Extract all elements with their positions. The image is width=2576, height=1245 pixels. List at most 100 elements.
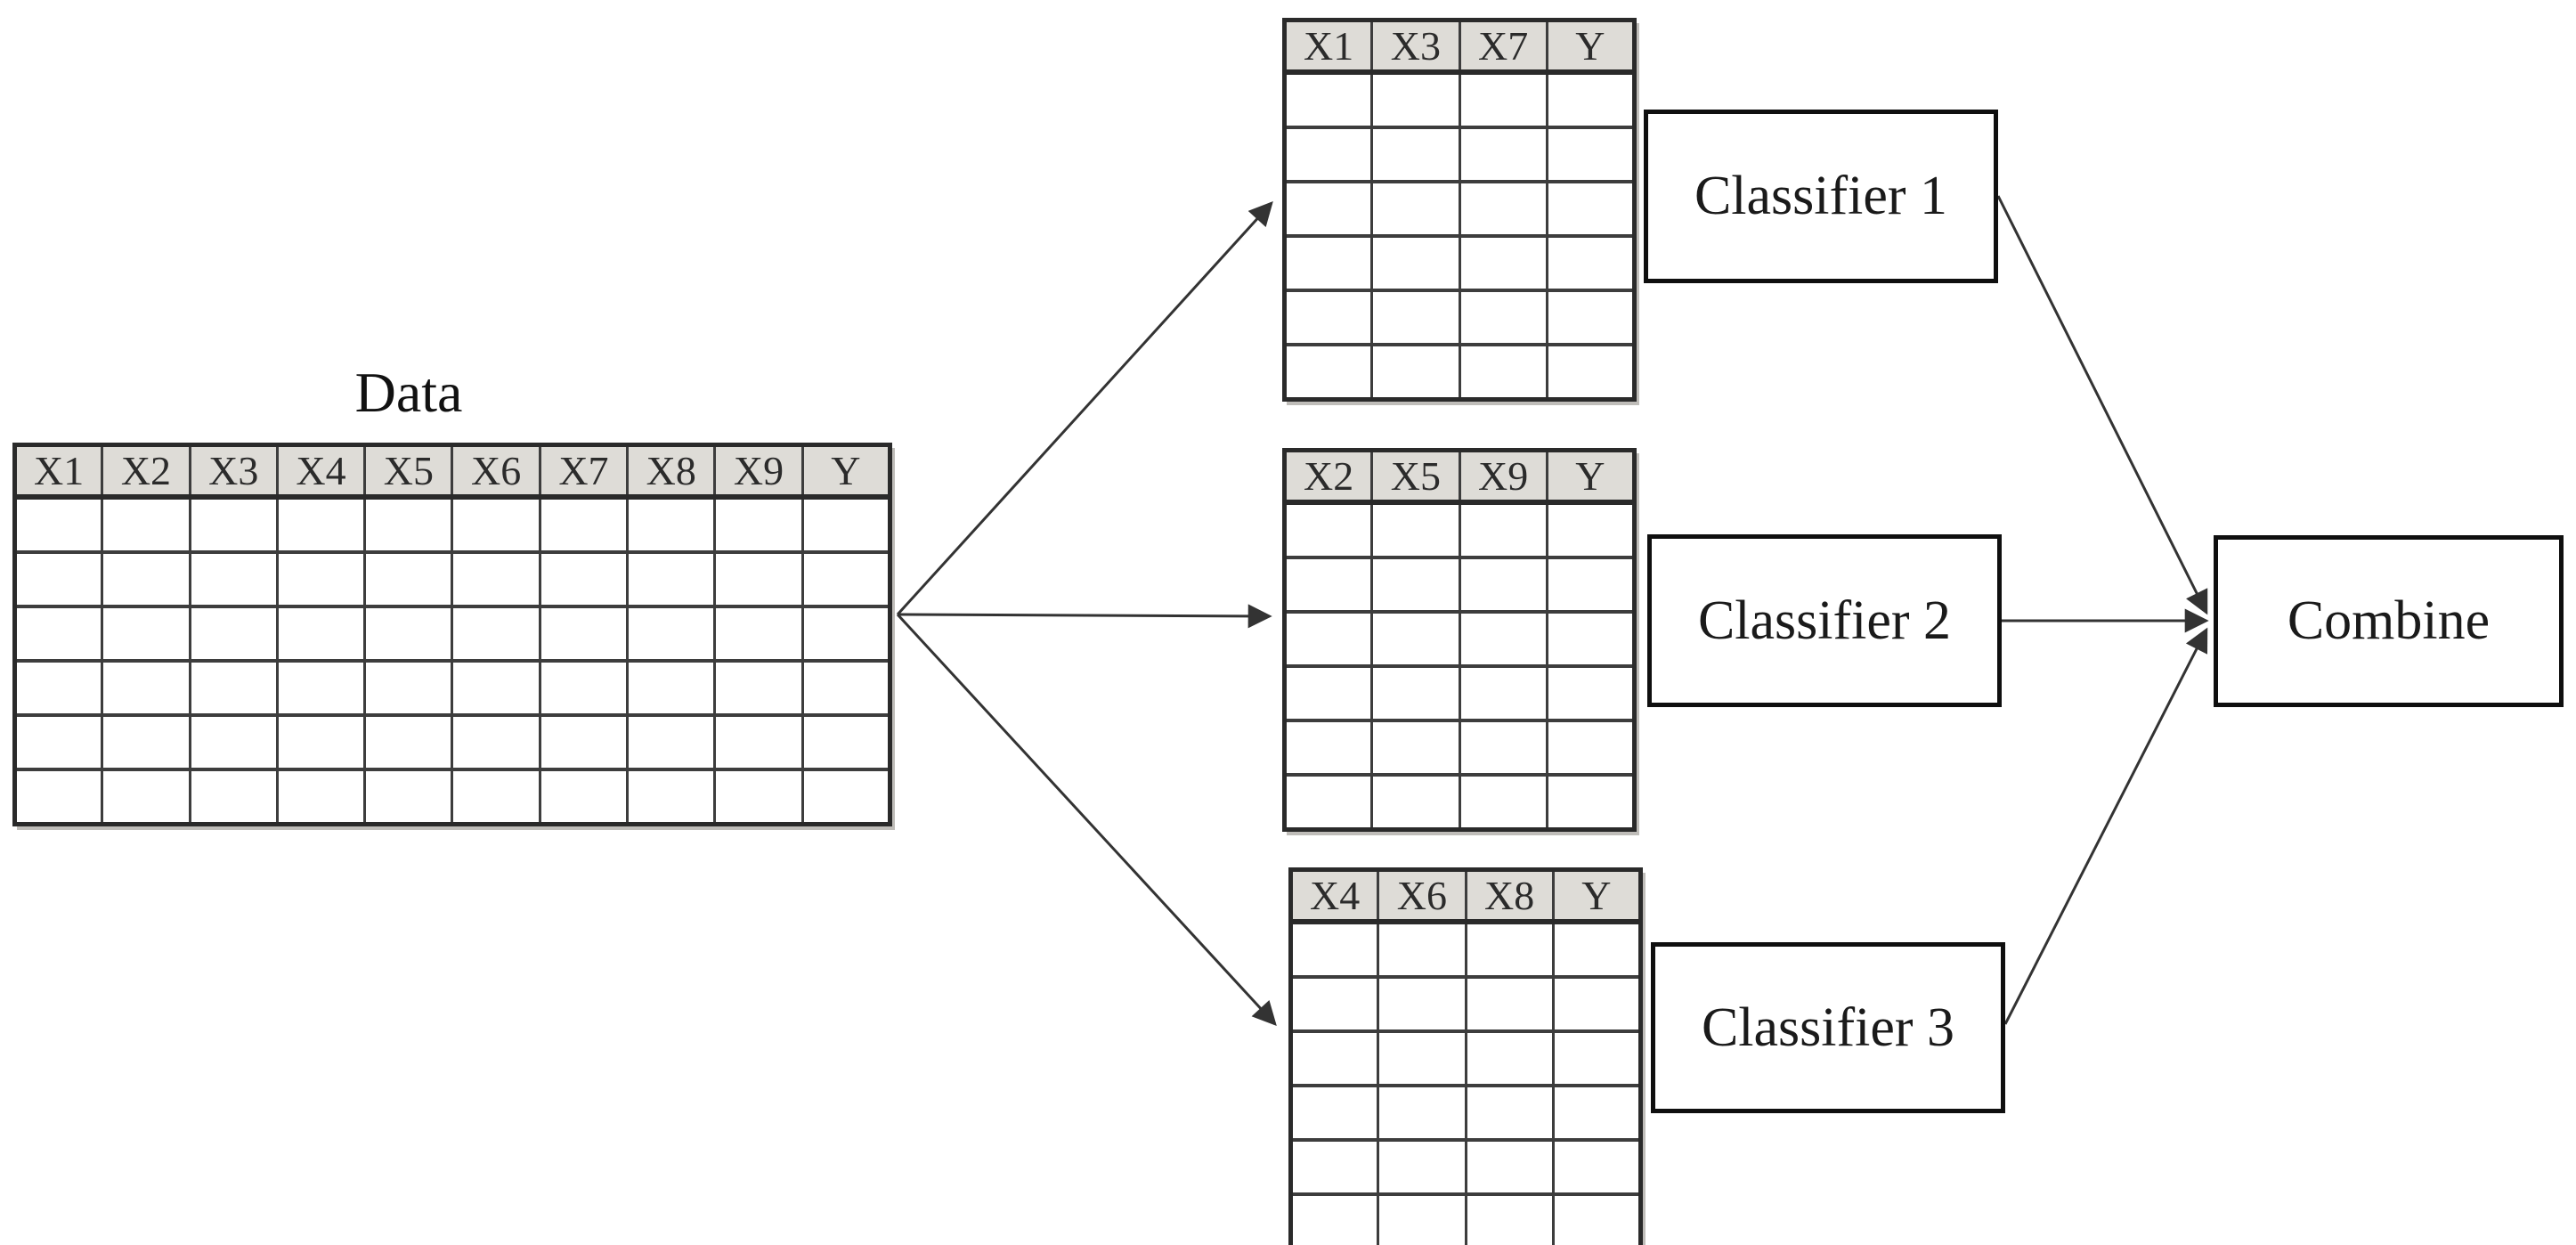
table-row	[1282, 234, 1637, 292]
classifier-3-label: Classifier 3	[1701, 997, 1955, 1058]
empty-cell	[1282, 234, 1374, 292]
empty-cell	[1545, 70, 1637, 129]
classifier-2-box: Classifier 2	[1647, 534, 2002, 707]
arrow-classifier-3-to-combine	[2003, 627, 2208, 1025]
empty-cell	[451, 495, 541, 554]
column-header: X6	[1377, 868, 1467, 924]
empty-cell	[1370, 773, 1461, 831]
empty-cell	[1370, 500, 1461, 559]
empty-cell	[626, 550, 717, 608]
empty-cell	[800, 768, 892, 826]
empty-cell	[800, 713, 892, 771]
empty-cell	[1370, 126, 1461, 183]
empty-cell	[1282, 180, 1374, 238]
empty-cell	[1545, 343, 1637, 401]
table-row	[12, 768, 892, 826]
empty-cell	[713, 768, 804, 826]
empty-cell	[12, 659, 104, 717]
empty-cell	[1458, 664, 1548, 722]
column-header: X4	[275, 443, 367, 500]
empty-cell	[1464, 1029, 1555, 1087]
table-row	[1282, 556, 1637, 614]
empty-cell	[101, 605, 191, 663]
empty-cell	[1377, 1192, 1467, 1245]
empty-cell	[713, 550, 804, 608]
empty-cell	[12, 550, 104, 608]
empty-cell	[12, 768, 104, 826]
empty-cell	[1370, 180, 1461, 238]
empty-cell	[1370, 610, 1461, 668]
table-row	[1282, 289, 1637, 346]
table-row	[1282, 500, 1637, 559]
empty-cell	[1545, 664, 1637, 722]
table-row	[1288, 920, 1643, 979]
empty-cell	[1545, 289, 1637, 346]
empty-cell	[188, 550, 279, 608]
column-header: X5	[1370, 449, 1461, 505]
empty-cell	[188, 605, 279, 663]
classifier-2-label: Classifier 2	[1697, 590, 1952, 651]
empty-cell	[1370, 289, 1461, 346]
empty-cell	[1551, 1084, 1643, 1142]
empty-cell	[1458, 70, 1548, 129]
empty-cell	[451, 605, 541, 663]
table-row	[1282, 70, 1637, 129]
empty-cell	[1377, 1138, 1467, 1196]
column-header: X1	[12, 443, 104, 500]
column-header: X6	[451, 443, 541, 500]
table-row	[12, 495, 892, 554]
table-row	[1282, 126, 1637, 183]
column-header: X5	[363, 443, 454, 500]
empty-cell	[1464, 1084, 1555, 1142]
table-row	[1282, 343, 1637, 401]
empty-cell	[1370, 664, 1461, 722]
empty-cell	[538, 768, 630, 826]
empty-cell	[1282, 610, 1374, 668]
empty-cell	[1377, 1084, 1467, 1142]
empty-cell	[1377, 920, 1467, 979]
empty-cell	[626, 605, 717, 663]
empty-cell	[800, 605, 892, 663]
empty-cell	[800, 495, 892, 554]
empty-cell	[1370, 70, 1461, 129]
empty-cell	[1545, 719, 1637, 777]
empty-cell	[101, 550, 191, 608]
empty-cell	[1288, 1138, 1380, 1196]
table-row	[1288, 1192, 1643, 1245]
empty-cell	[1545, 126, 1637, 183]
empty-cell	[12, 713, 104, 771]
empty-cell	[1377, 975, 1467, 1033]
empty-cell	[1551, 1029, 1643, 1087]
empty-cell	[1377, 1029, 1467, 1087]
column-header: X9	[713, 443, 804, 500]
arrow-data-to-subset-3	[896, 613, 1277, 1026]
column-header: X3	[1370, 19, 1461, 75]
empty-cell	[1545, 234, 1637, 292]
table-row	[1282, 180, 1637, 238]
table-row	[12, 605, 892, 663]
empty-cell	[538, 495, 630, 554]
column-header: X8	[626, 443, 717, 500]
column-header: X7	[1458, 19, 1548, 75]
empty-cell	[188, 659, 279, 717]
empty-cell	[1458, 126, 1548, 183]
column-header: Y	[800, 443, 892, 500]
combine-label: Combine	[2287, 590, 2491, 651]
empty-cell	[1464, 1138, 1555, 1196]
table-row	[1288, 1084, 1643, 1142]
empty-cell	[1464, 920, 1555, 979]
empty-cell	[1282, 500, 1374, 559]
table-row	[1282, 773, 1637, 831]
column-header: X2	[101, 443, 191, 500]
empty-cell	[1370, 343, 1461, 401]
table-row	[1282, 610, 1637, 668]
combine-box: Combine	[2214, 535, 2564, 707]
empty-cell	[713, 495, 804, 554]
empty-cell	[1458, 610, 1548, 668]
empty-cell	[101, 659, 191, 717]
empty-cell	[1458, 500, 1548, 559]
empty-cell	[1551, 975, 1643, 1033]
